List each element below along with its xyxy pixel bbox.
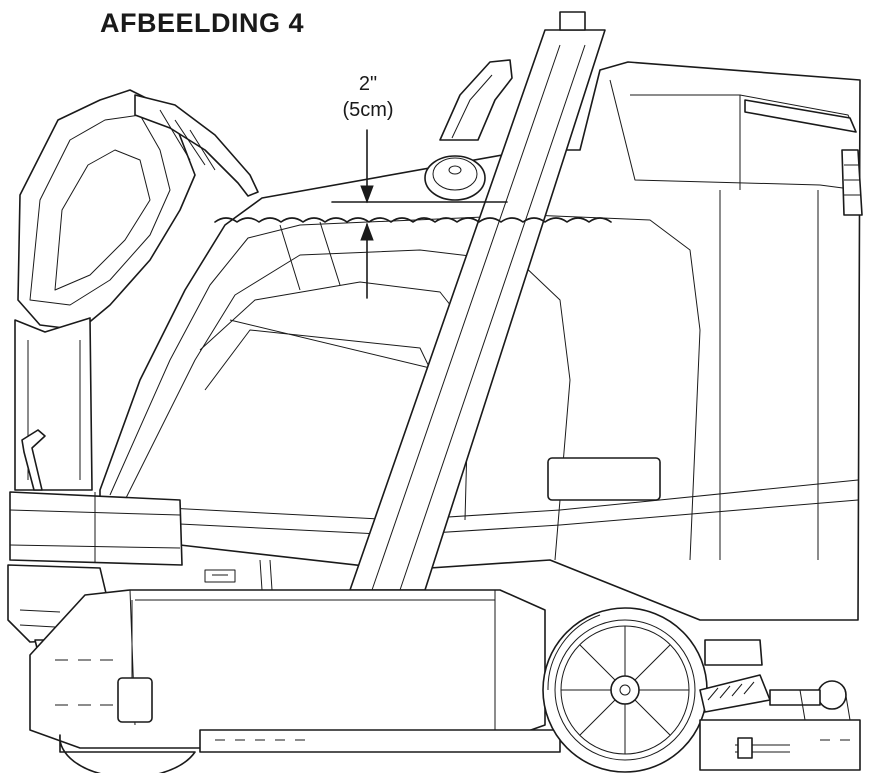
water-level-line xyxy=(214,217,612,223)
label-plate xyxy=(547,457,661,501)
battery-connector xyxy=(117,677,153,723)
brush-deck xyxy=(59,729,561,773)
steering-column xyxy=(14,89,259,491)
dimension-indicator: 2" (5cm) xyxy=(331,73,508,299)
squeegee-assembly xyxy=(699,639,861,771)
fill-cap xyxy=(424,59,513,201)
figure-title: AFBEELDING 4 xyxy=(100,8,305,38)
dimension-inches-label: 2" xyxy=(359,73,377,95)
dimension-metric-label: (5cm) xyxy=(342,99,393,121)
rear-wheel xyxy=(542,607,708,773)
